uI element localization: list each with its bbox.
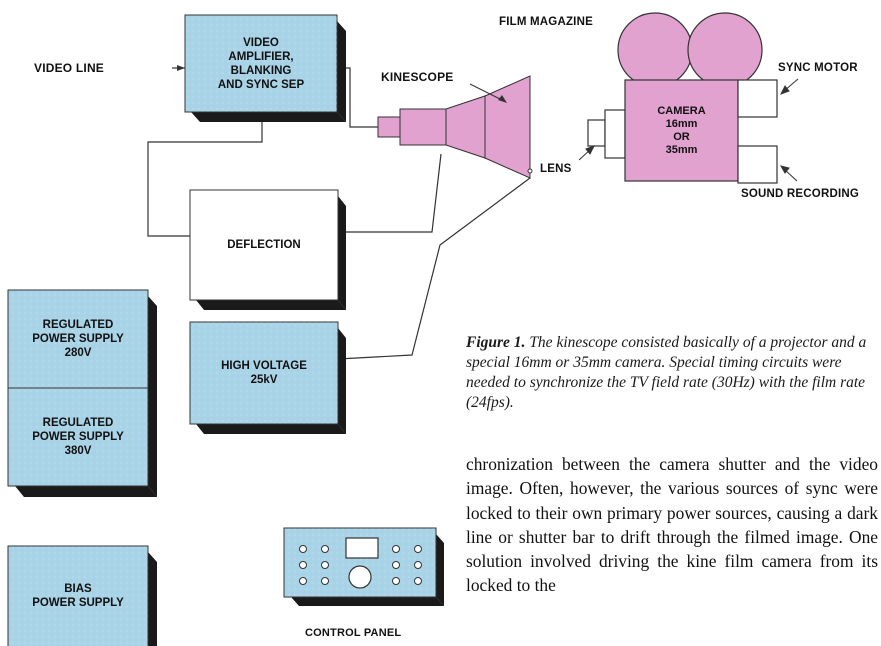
lens-large-cylinder	[604, 109, 626, 159]
camera-label: CAMERA 16mm OR 35mm	[657, 104, 706, 156]
amp-to-deflection-wire	[147, 118, 263, 237]
high-voltage-label: HIGH VOLTAGE 25kV	[221, 360, 307, 386]
lens-label: LENS	[540, 163, 572, 175]
sound-recording-label: SOUND RECORDING	[741, 188, 860, 200]
panel-display-window	[345, 537, 379, 559]
kinescope-label: KINESCOPE	[381, 70, 454, 84]
video-amplifier-label: VIDEO AMPLIFIER, BLANKING AND SYNC SEP	[217, 36, 305, 91]
sync-motor-unit	[737, 79, 778, 118]
caption-text: The kinescope consisted basically of a p…	[466, 334, 867, 411]
high-voltage-box	[189, 321, 346, 434]
film-reel-left	[617, 12, 693, 88]
control-panel-label: CONTROL PANEL	[305, 627, 402, 639]
kinescope-pointer	[469, 83, 503, 101]
sound-recording-unit	[737, 145, 778, 184]
bias-supply-box	[7, 545, 157, 646]
regulated-380-label: REGULATED POWER SUPPLY 380V	[32, 417, 124, 457]
deflection-label: DEFLECTION	[227, 239, 301, 251]
figure-number: Figure 1.	[466, 334, 526, 351]
panel-indicator-dots	[299, 545, 422, 585]
film-reel-right	[687, 12, 763, 88]
kinescope-tube	[377, 75, 533, 179]
video-line-arrowhead	[177, 65, 185, 71]
camera-body	[624, 79, 739, 182]
deflection-box	[189, 189, 346, 310]
deflection-to-kinescope-wire	[338, 153, 442, 233]
camera-pointers	[578, 78, 799, 182]
panel-knob	[348, 565, 372, 589]
figure-caption: Figure 1. The kinescope consisted basica…	[466, 333, 876, 413]
control-panel-box	[283, 527, 444, 606]
film-magazine-label: FILM MAGAZINE	[499, 16, 593, 28]
regulated-280-label: REGULATED POWER SUPPLY 280V	[32, 319, 124, 359]
article-body: chronization between the camera shutter …	[466, 452, 878, 646]
regulated-supply-stack	[7, 289, 157, 497]
bias-supply-label: BIAS POWER SUPPLY	[32, 583, 124, 609]
camera-assembly	[587, 12, 778, 184]
sync-motor-label: SYNC MOTOR	[778, 62, 858, 74]
lens-small-cylinder	[587, 119, 606, 147]
article-paragraph: chronization between the camera shutter …	[466, 454, 878, 596]
video-line-label: VIDEO LINE	[34, 61, 105, 75]
kinescope-pointer-arrowhead	[498, 95, 507, 103]
high-voltage-to-kinescope-wire	[337, 177, 531, 360]
video-amplifier-box	[184, 14, 346, 122]
